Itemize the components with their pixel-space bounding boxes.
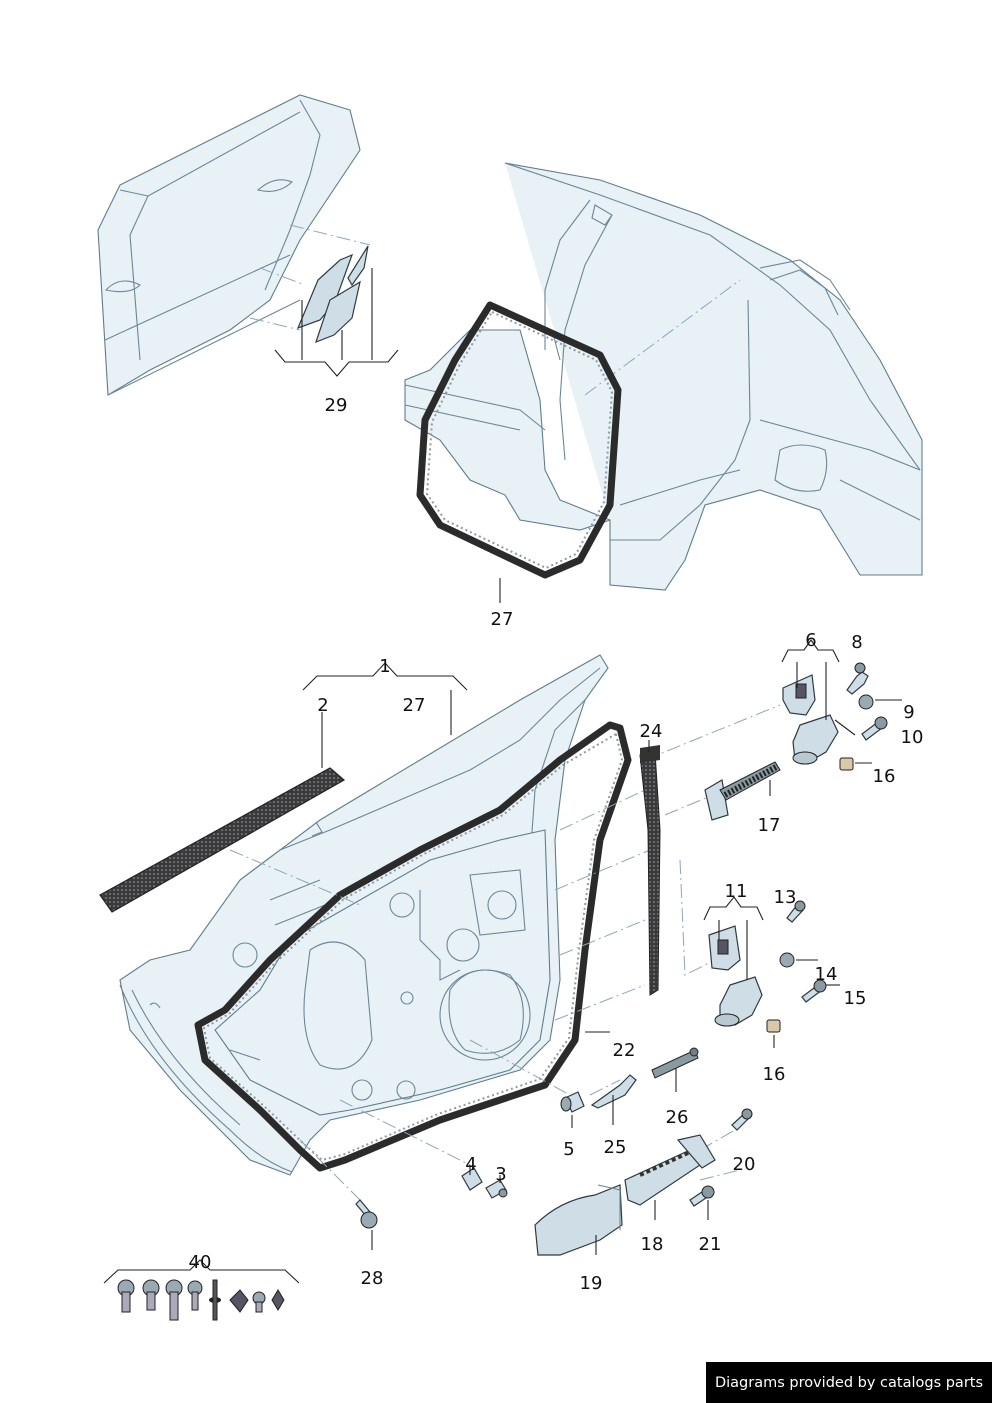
bushing-16-upper xyxy=(839,757,872,771)
fastener-40b xyxy=(142,1279,160,1311)
label-16-upper: 16 xyxy=(873,766,896,787)
sound-insulation-strip xyxy=(347,245,369,287)
label-26: 26 xyxy=(666,1107,689,1128)
label-9: 9 xyxy=(903,702,914,723)
label-22: 22 xyxy=(613,1040,636,1061)
fastener-40e xyxy=(209,1279,221,1321)
upper-door-hinge xyxy=(781,639,840,765)
label-1: 1 xyxy=(379,656,390,677)
credit-text: Diagrams provided by catalogs parts xyxy=(714,1374,984,1391)
bracket-25 xyxy=(590,1074,637,1125)
door-edge-seal-strip xyxy=(639,740,661,996)
label-29: 29 xyxy=(325,395,348,416)
label-21: 21 xyxy=(699,1234,722,1255)
door-opening-seal xyxy=(416,301,622,579)
label-28: 28 xyxy=(361,1268,384,1289)
label-19: 19 xyxy=(580,1273,603,1294)
fastener-40f xyxy=(229,1289,249,1313)
label-40: 40 xyxy=(189,1252,212,1273)
door-weatherstrip xyxy=(99,767,346,913)
label-13: 13 xyxy=(774,887,797,908)
credit-banner: Diagrams provided by catalogs parts xyxy=(706,1362,992,1403)
label-5: 5 xyxy=(563,1139,574,1160)
label-27: 27 xyxy=(403,695,426,716)
bolt-15 xyxy=(801,979,840,1003)
bolt-10 xyxy=(834,716,888,741)
fastener-40c xyxy=(165,1279,183,1321)
label-17: 17 xyxy=(758,815,781,836)
label-4: 4 xyxy=(465,1154,476,1175)
fastener-set-40 xyxy=(103,1259,300,1321)
bushing-16-lower xyxy=(766,1019,781,1048)
nut-14 xyxy=(779,952,818,968)
bolt-21 xyxy=(689,1185,715,1220)
outer-door-handle xyxy=(534,1184,623,1256)
label-18: 18 xyxy=(641,1234,664,1255)
nut-9 xyxy=(858,694,902,710)
label-14: 14 xyxy=(815,964,838,985)
vehicle-body-side-frame xyxy=(404,162,923,603)
sound-insulation-pad-b xyxy=(315,280,361,344)
guide-26 xyxy=(651,1047,699,1092)
part-number-labels: 1 2 27 24 6 8 9 10 16 17 11 13 14 15 16 … xyxy=(189,630,924,1294)
label-15: 15 xyxy=(844,988,867,1009)
fastener-40h xyxy=(271,1289,285,1311)
rear-door-exterior-view xyxy=(97,94,399,396)
label-24: 24 xyxy=(640,721,663,742)
fastener-40g xyxy=(252,1291,266,1313)
label-2: 2 xyxy=(317,695,328,716)
door-check-strap xyxy=(704,761,781,821)
label-8: 8 xyxy=(851,632,862,653)
fastener-40d xyxy=(187,1280,203,1311)
door-seal xyxy=(194,721,632,1172)
fastener-40a xyxy=(117,1279,135,1313)
bolt-13 xyxy=(786,900,806,923)
handle-carrier-18 xyxy=(624,1134,716,1220)
label-6: 6 xyxy=(805,630,816,651)
bolt-3 xyxy=(485,1175,508,1199)
bolt-8 xyxy=(846,662,869,695)
label-25: 25 xyxy=(604,1137,627,1158)
bolt-28 xyxy=(355,1199,378,1250)
label-3: 3 xyxy=(495,1164,506,1185)
label-16-lower: 16 xyxy=(763,1064,786,1085)
bolt-20 xyxy=(731,1108,753,1131)
front-door-assembly xyxy=(99,654,781,1201)
sound-insulation-pad-a xyxy=(296,253,354,330)
label-10: 10 xyxy=(901,727,924,748)
label-27-top: 27 xyxy=(491,609,514,630)
grommet-4 xyxy=(461,1165,483,1191)
label-20: 20 xyxy=(733,1154,756,1175)
label-11: 11 xyxy=(725,881,748,902)
lower-door-hinge xyxy=(703,896,764,1027)
clip-5 xyxy=(560,1091,585,1128)
